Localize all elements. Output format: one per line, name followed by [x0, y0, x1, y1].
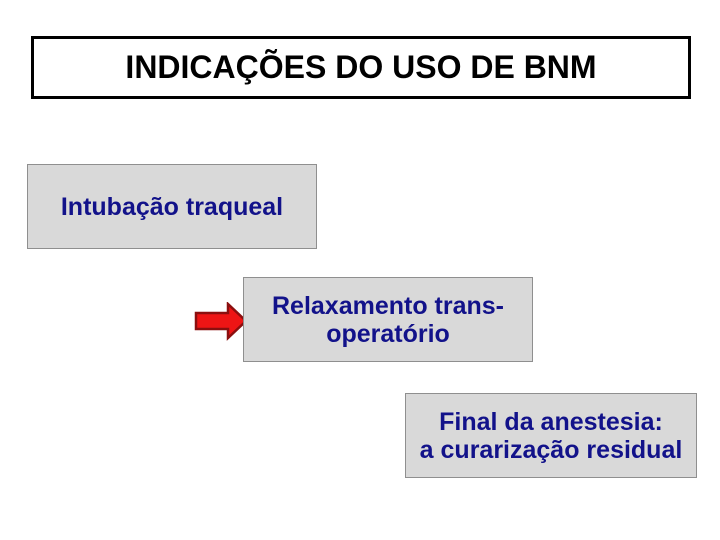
- indication-box-relaxamento-transoperatorio: Relaxamento trans- operatório: [243, 277, 533, 362]
- indication-label-line: operatório: [326, 319, 450, 348]
- indication-box-final-da-anestesia: Final da anestesia: a curarização residu…: [405, 393, 697, 478]
- slide-title-box: INDICAÇÕES DO USO DE BNM: [31, 36, 691, 99]
- indication-box-intubacao-traqueal: Intubação traqueal: [27, 164, 317, 249]
- indication-label: Intubação traqueal: [60, 192, 284, 221]
- red-arrow-right-icon: [194, 302, 248, 341]
- indication-label-line: a curarização residual: [419, 435, 683, 464]
- indication-label-line: Relaxamento trans-: [271, 291, 505, 320]
- slide-title: INDICAÇÕES DO USO DE BNM: [125, 49, 597, 85]
- indication-label-line: Final da anestesia:: [439, 407, 663, 436]
